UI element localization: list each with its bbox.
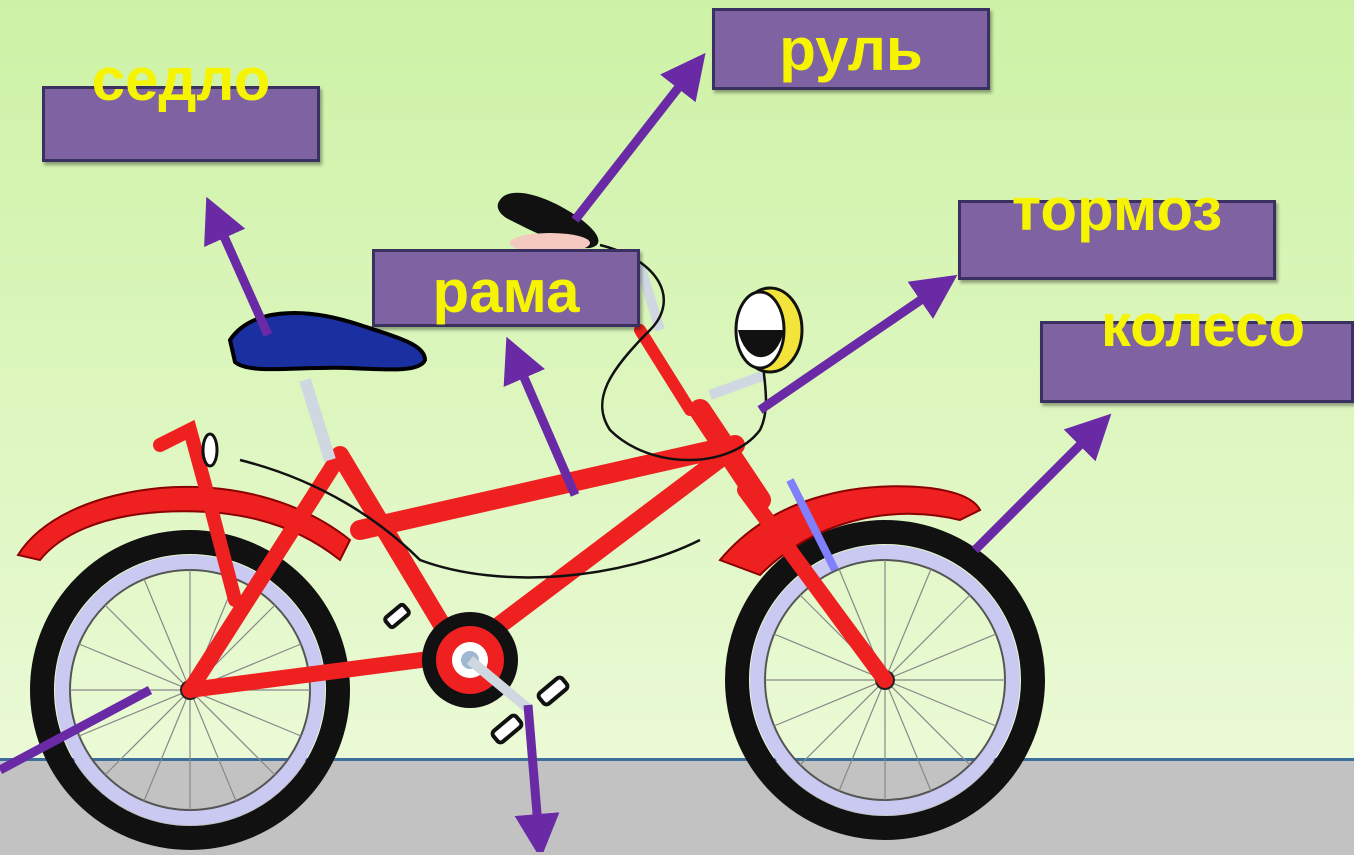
arrow-pedal xyxy=(514,704,560,852)
lamp-bracket xyxy=(708,370,767,400)
rear-reflector xyxy=(201,432,219,468)
headlamp xyxy=(734,286,804,374)
rear-fender xyxy=(16,485,352,562)
arrow-rear-wheel xyxy=(0,686,153,774)
label-box-wheel xyxy=(1040,321,1354,403)
crank-arm xyxy=(466,656,534,714)
arrow-saddle xyxy=(204,196,273,337)
rear-carrier xyxy=(153,419,242,607)
pedal xyxy=(383,602,411,630)
handlebar-stem xyxy=(635,263,665,332)
brake-caliper xyxy=(786,478,839,572)
seat-post xyxy=(299,378,336,462)
pointer-arrows xyxy=(0,52,1112,852)
arrow-frame xyxy=(503,336,580,497)
arrow-brake xyxy=(757,274,958,414)
label-box-handlebar xyxy=(712,8,990,90)
label-box-brake xyxy=(958,200,1276,280)
label-wheel: колесо xyxy=(1100,292,1306,359)
pedal xyxy=(536,675,570,707)
pedal xyxy=(490,713,524,745)
arrow-handlebar xyxy=(571,52,706,223)
label-box-frame xyxy=(372,249,640,327)
brake-cable xyxy=(239,458,701,579)
brake-cable-front xyxy=(599,243,781,462)
hand xyxy=(510,233,590,253)
label-frame: рама xyxy=(432,258,580,325)
label-saddle: седло xyxy=(91,46,271,113)
label-handlebar: руль xyxy=(779,16,923,83)
label-box-saddle xyxy=(42,86,320,162)
saddle-seat xyxy=(227,311,428,372)
handlebar-grip xyxy=(497,192,599,249)
arrow-wheel xyxy=(971,413,1112,554)
label-brake: тормоз xyxy=(1011,176,1223,243)
